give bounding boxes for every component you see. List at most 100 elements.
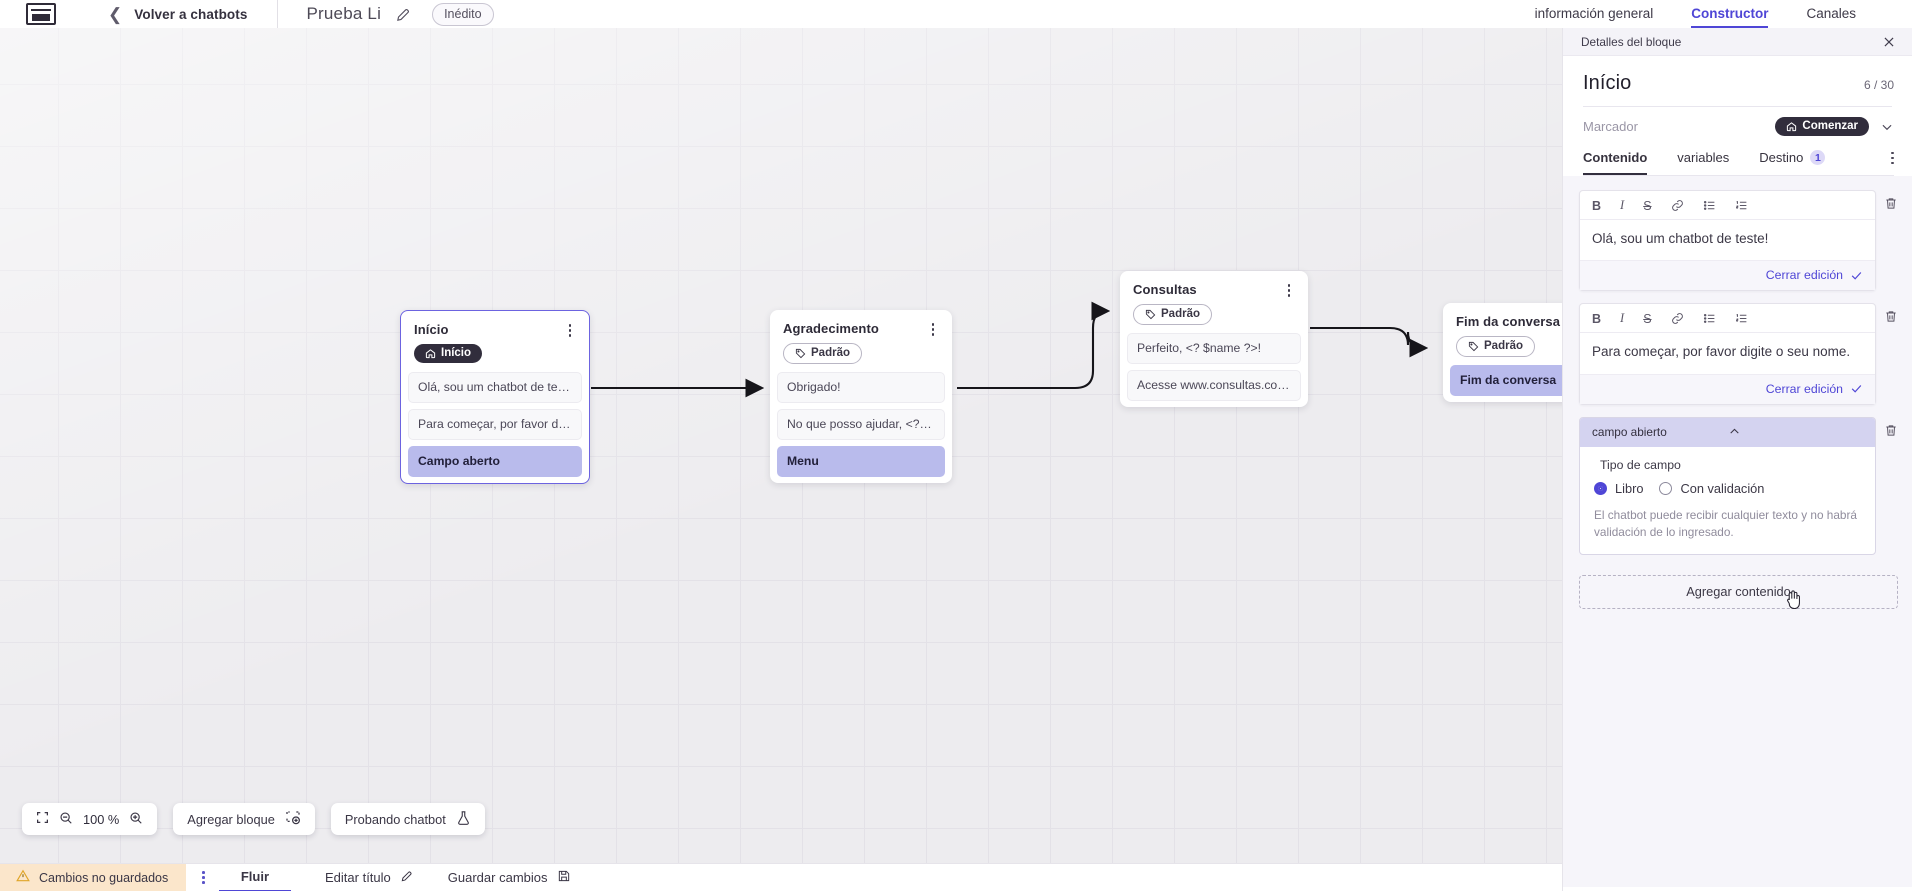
- app-logo: [26, 3, 56, 25]
- flow-node-fim-da-conversa[interactable]: Fim da conversa Padrão Fim da conversa: [1443, 303, 1562, 402]
- node-header: Fim da conversa: [1443, 303, 1562, 329]
- tab-informacion-general[interactable]: información general: [1534, 6, 1654, 21]
- flow-canvas[interactable]: Início Início Olá, sou um chatbot de tes…: [0, 28, 1562, 863]
- tab-variables[interactable]: variables: [1677, 150, 1730, 165]
- chevron-down-icon[interactable]: [1880, 120, 1894, 134]
- marcador-value-badge[interactable]: Comenzar: [1775, 117, 1869, 136]
- add-block-label: Agregar bloque: [187, 811, 275, 827]
- statusbar-tab-fluir[interactable]: Fluir: [218, 864, 292, 891]
- node-title: Fim da conversa: [1456, 314, 1561, 329]
- unsaved-changes-label: Cambios no guardados: [39, 870, 169, 885]
- panel-kebab-menu[interactable]: [1891, 151, 1894, 174]
- test-chatbot-label: Probando chatbot: [344, 811, 446, 827]
- node-tag-wrap: Padrão: [770, 336, 952, 372]
- close-edit-button[interactable]: Cerrar edición: [1765, 268, 1843, 283]
- zoom-in-icon[interactable]: [129, 811, 143, 828]
- node-tag-wrap: Início: [401, 337, 589, 372]
- content-card-text[interactable]: Para começar, por favor digite o seu nom…: [1592, 344, 1851, 360]
- close-icon[interactable]: [1882, 35, 1896, 49]
- add-content-label: Agregar contenido: [1686, 584, 1791, 600]
- back-chevron-icon[interactable]: ❮: [108, 4, 123, 24]
- bullet-list-icon[interactable]: [1703, 199, 1716, 212]
- field-type-radio-group: Libro Con validación: [1594, 481, 1863, 496]
- save-changes-label: Guardar cambios: [447, 870, 548, 885]
- node-kebab-menu[interactable]: [563, 322, 577, 337]
- radio-con-validacion[interactable]: Con validación: [1659, 481, 1764, 496]
- flask-icon: [456, 810, 471, 829]
- bullet-list-icon[interactable]: [1703, 312, 1716, 325]
- unsaved-changes-badge: Cambios no guardados: [0, 863, 187, 891]
- field-block-header[interactable]: campo abierto: [1580, 417, 1875, 447]
- node-tag-padrao: Padrão: [1456, 336, 1535, 357]
- node-row[interactable]: Menu: [777, 446, 945, 477]
- strikethrough-button[interactable]: S: [1643, 311, 1652, 326]
- flow-node-agradecimento[interactable]: Agradecimento Padrão Obrigado! No que po…: [770, 310, 952, 483]
- node-row[interactable]: Perfeito, <? $name ?>!: [1127, 333, 1301, 364]
- back-to-chatbots-link[interactable]: Volver a chatbots: [134, 6, 248, 22]
- edit-title-button[interactable]: Editar título: [325, 864, 414, 891]
- chevron-up-icon[interactable]: [1728, 425, 1864, 438]
- marcador-label: Marcador: [1583, 119, 1638, 134]
- test-chatbot-button[interactable]: Probando chatbot: [330, 803, 485, 835]
- close-edit-button[interactable]: Cerrar edición: [1765, 381, 1843, 396]
- italic-button[interactable]: I: [1620, 198, 1625, 212]
- italic-button[interactable]: I: [1620, 311, 1625, 326]
- tab-destino-label: Destino: [1759, 150, 1804, 165]
- node-rows: Fim da conversa: [1443, 365, 1562, 396]
- save-changes-button[interactable]: Guardar cambios: [448, 864, 571, 891]
- strikethrough-button[interactable]: S: [1643, 198, 1652, 213]
- flow-node-consultas[interactable]: Consultas Padrão Perfeito, <? $name ?>! …: [1120, 271, 1308, 407]
- bold-button[interactable]: B: [1592, 311, 1602, 326]
- node-tag-padrao: Padrão: [1133, 304, 1212, 325]
- page-title: Início: [1583, 72, 1632, 94]
- tab-constructor[interactable]: Constructor: [1691, 6, 1769, 28]
- node-header: Início: [401, 311, 589, 337]
- node-row[interactable]: Fim da conversa: [1450, 365, 1562, 396]
- radio-libro[interactable]: Libro: [1594, 481, 1643, 496]
- zoom-out-icon[interactable]: [59, 811, 73, 828]
- tab-contenido[interactable]: Contenido: [1583, 150, 1648, 175]
- flow-connectors: [591, 301, 1429, 398]
- delete-content-button[interactable]: [1884, 303, 1898, 324]
- radio-con-validacion-label: Con validación: [1680, 480, 1765, 496]
- top-bar: ❮ Volver a chatbots Prueba Li Inédito in…: [0, 0, 1912, 28]
- bold-button[interactable]: B: [1592, 198, 1602, 213]
- fit-screen-icon[interactable]: [36, 811, 49, 827]
- node-tag-label: Início: [441, 347, 472, 359]
- node-kebab-menu[interactable]: [1282, 282, 1296, 297]
- canvas-toolbar: 100 % Agregar bloque Probando chatbot: [22, 803, 485, 835]
- add-content-button[interactable]: Agregar contenido: [1579, 574, 1898, 609]
- link-icon[interactable]: [1671, 199, 1684, 212]
- pencil-icon[interactable]: [395, 6, 412, 23]
- delete-content-button[interactable]: [1884, 190, 1898, 211]
- node-tag-padrao: Padrão: [783, 343, 862, 364]
- rich-text-toolbar: B I S: [1580, 191, 1875, 220]
- panel-body: B I S: [1563, 176, 1912, 887]
- check-icon[interactable]: [1850, 269, 1863, 282]
- node-row[interactable]: Campo aberto: [408, 445, 582, 477]
- node-row[interactable]: Obrigado!: [777, 372, 945, 403]
- content-card: B I S: [1579, 303, 1876, 405]
- content-card-footer: Cerrar edición: [1580, 373, 1875, 404]
- warning-icon: [16, 869, 30, 886]
- flow-node-inicio[interactable]: Início Início Olá, sou um chatbot de tes…: [400, 310, 590, 484]
- statusbar-kebab-menu[interactable]: [202, 871, 205, 884]
- link-icon[interactable]: [1671, 312, 1684, 325]
- node-row[interactable]: No que posso ajudar, <? $name ...: [777, 409, 945, 440]
- delete-field-button[interactable]: [1884, 417, 1898, 438]
- check-icon[interactable]: [1850, 382, 1863, 395]
- numbered-list-icon[interactable]: [1735, 199, 1748, 212]
- node-kebab-menu[interactable]: [926, 321, 940, 336]
- tab-canales[interactable]: Canales: [1806, 6, 1856, 21]
- node-header: Agradecimento: [770, 310, 952, 336]
- add-block-button[interactable]: Agregar bloque: [173, 803, 315, 835]
- node-row[interactable]: Para começar, por favor digite o ...: [408, 408, 582, 440]
- marcador-row: Marcador Comenzar: [1563, 107, 1912, 136]
- content-card-text[interactable]: Olá, sou um chatbot de teste!: [1592, 231, 1769, 246]
- node-row[interactable]: Olá, sou um chatbot de teste!: [408, 371, 582, 403]
- node-row[interactable]: Acesse www.consultas.com par...: [1127, 370, 1301, 401]
- tab-destino[interactable]: Destino 1: [1759, 150, 1826, 175]
- tag-icon: [1468, 341, 1479, 351]
- numbered-list-icon[interactable]: [1735, 312, 1748, 325]
- field-block-wrap: campo abierto Tipo de campo Libr: [1579, 416, 1898, 555]
